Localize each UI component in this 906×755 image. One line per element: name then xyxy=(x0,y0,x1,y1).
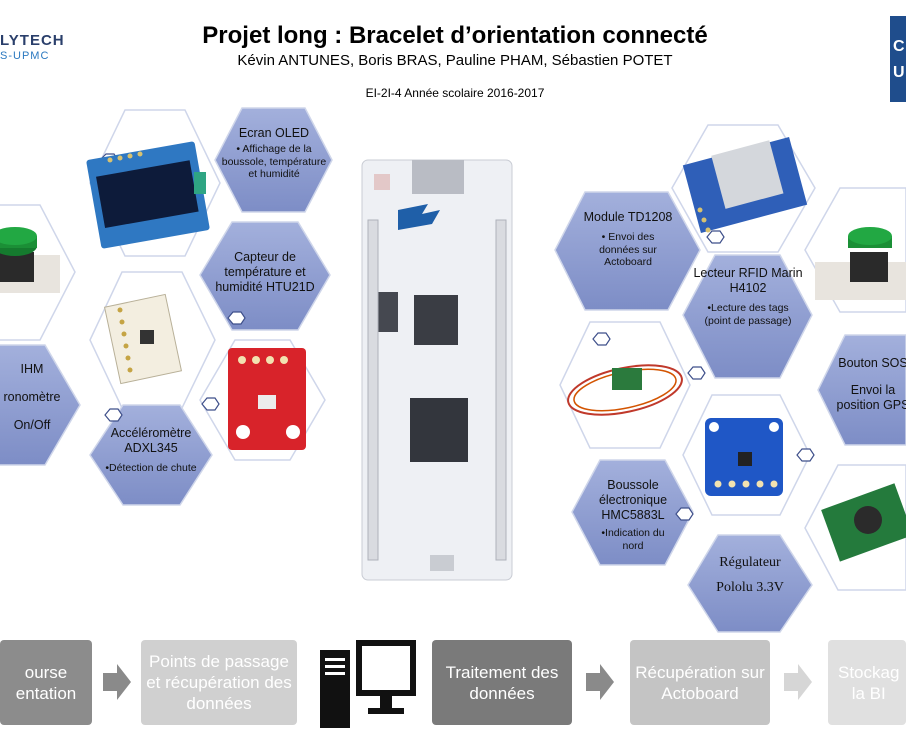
regulator-board-image xyxy=(821,483,906,562)
htu21d-board-image xyxy=(228,348,306,450)
flow-arrow-1 xyxy=(103,664,131,700)
flow-step-stockage: Stockag la BI xyxy=(828,640,906,725)
flow-step-traitement: Traitement des données xyxy=(432,640,572,725)
logo-right-text-2: U xyxy=(893,64,905,81)
hex-boussole xyxy=(571,459,694,566)
logo-right-text: C xyxy=(893,38,905,55)
polytech-logo: LYTECH S-UPMC xyxy=(0,30,100,66)
marker-icon xyxy=(104,408,123,422)
component-diagram xyxy=(0,107,906,633)
hex-adxl xyxy=(89,404,213,506)
marker-icon xyxy=(687,366,706,380)
flow-step-parcours: ourse entation xyxy=(0,640,92,725)
boussole-label: Boussole électronique HMC5883L •Indicati… xyxy=(578,478,688,552)
boussole-title: Boussole électronique HMC5883L xyxy=(598,478,668,522)
hex-td1208 xyxy=(554,191,701,311)
oled-bullet: • Affichage de la boussole, température … xyxy=(221,143,327,180)
regulateur-line2: Pololu 3.3V xyxy=(716,580,784,595)
authors: Kévin ANTUNES, Boris BRAS, Pauline PHAM,… xyxy=(237,52,673,69)
ihm-line3: On/Off xyxy=(13,418,51,432)
nucleo-board-image xyxy=(361,159,513,581)
flow-step-recuperation: Récupération sur Actoboard xyxy=(630,640,770,725)
marker-icon xyxy=(592,332,611,346)
oled-board-image xyxy=(86,141,210,249)
rfid-title: Lecteur RFID Marin H4102 xyxy=(693,266,803,295)
page-title: Projet long : Bracelet d’orientation con… xyxy=(202,22,708,49)
button-image-right xyxy=(815,227,906,300)
marker-icon xyxy=(675,507,694,521)
marker-icon xyxy=(201,397,220,411)
flow-arrow-2 xyxy=(586,664,614,700)
ihm-label: IHM ronomètre On/Off xyxy=(0,362,64,433)
td1208-bullet: • Envoi des données sur Actoboard xyxy=(599,231,657,268)
ihm-line2: ronomètre xyxy=(3,390,61,404)
hex-sos xyxy=(817,334,906,446)
hex-ihm xyxy=(0,344,81,466)
university-logo: C U xyxy=(890,16,906,102)
oled-title: Ecran OLED xyxy=(238,126,310,140)
td1208-label: Module TD1208 • Envoi des données sur Ac… xyxy=(566,210,690,269)
hex-oled xyxy=(214,107,333,213)
school-year: EI-2I-4 Année scolaire 2016-2017 xyxy=(365,86,545,100)
regulateur-label: Régulateur Pololu 3.3V xyxy=(695,555,805,595)
flow-arrow-3 xyxy=(784,664,812,700)
adxl-bullet: •Détection de chute xyxy=(105,462,197,474)
rfid-image xyxy=(567,364,683,416)
marker-icon xyxy=(796,448,815,462)
adxl-title: Accéléromètre ADXL345 xyxy=(110,426,192,455)
sos-title: Bouton SOS xyxy=(838,356,906,370)
button-image-left xyxy=(0,227,60,293)
flow-step-points: Points de passage et récupération des do… xyxy=(141,640,297,725)
logo-line2: S-UPMC xyxy=(0,50,50,62)
hex-regulateur xyxy=(687,534,813,633)
regulateur-line1: Régulateur xyxy=(719,555,781,570)
sos-bullet: Envoi la position GPS xyxy=(836,383,906,412)
computer-icon xyxy=(320,640,416,728)
hex-htu-text xyxy=(199,221,331,331)
td1208-board-image xyxy=(682,136,808,234)
boussole-bullet: •Indication du nord xyxy=(601,527,665,552)
logo-line1: LYTECH xyxy=(0,32,65,49)
htu21d-label: Capteur de température et humidité HTU21… xyxy=(207,250,323,295)
marker-icon xyxy=(227,311,246,325)
adxl-label: Accéléromètre ADXL345 •Détection de chut… xyxy=(95,426,207,475)
rfid-label: Lecteur RFID Marin H4102 •Lecture des ta… xyxy=(692,266,804,327)
htu21d-title: Capteur de température et humidité HTU21… xyxy=(215,250,315,294)
rfid-bullet: •Lecture des tags (point de passage) xyxy=(704,302,792,327)
ihm-line1: IHM xyxy=(20,362,44,376)
hmc5883l-board-image xyxy=(705,418,783,496)
td1208-title: Module TD1208 xyxy=(583,210,673,224)
sos-label: Bouton SOS Envoi la position GPS xyxy=(832,356,906,413)
hex-rfid xyxy=(682,254,813,379)
marker-icon xyxy=(706,230,725,244)
adxl-board-image xyxy=(103,293,183,385)
oled-label: Ecran OLED • Affichage de la boussole, t… xyxy=(220,126,328,181)
